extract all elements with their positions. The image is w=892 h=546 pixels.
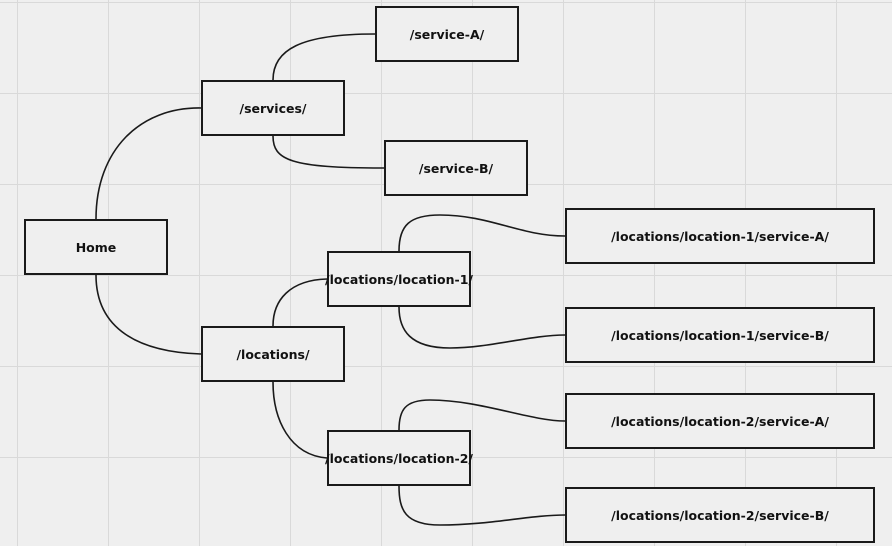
node-location-1-service-a[interactable]: /locations/location-1/service-A/ [565, 208, 875, 264]
node-home[interactable]: Home [24, 219, 168, 275]
node-location-1-service-b[interactable]: /locations/location-1/service-B/ [565, 307, 875, 363]
connector-services-service-b [272, 135, 385, 169]
node-locations[interactable]: /locations/ [201, 326, 345, 382]
node-location-1[interactable]: /locations/location-1/ [325, 251, 473, 307]
node-services[interactable]: /services/ [201, 80, 345, 136]
node-service-b[interactable]: /service-B/ [384, 140, 528, 196]
connector-home-locations [95, 274, 202, 355]
node-location-2[interactable]: /locations/location-2/ [325, 430, 473, 486]
node-location-2-service-b[interactable]: /locations/location-2/service-B/ [565, 487, 875, 543]
connector-location-1-service-b [398, 306, 566, 349]
connector-location-1-service-a [398, 214, 566, 252]
connector-locations-location-1 [272, 278, 328, 327]
connector-home-services [95, 107, 202, 220]
connector-services-service-a [272, 33, 376, 81]
node-service-a[interactable]: /service-A/ [375, 6, 519, 62]
connector-location-2-service-a [398, 399, 566, 431]
connector-location-2-service-b [398, 485, 566, 526]
node-location-2-service-a[interactable]: /locations/location-2/service-A/ [565, 393, 875, 449]
connector-locations-location-2 [272, 381, 328, 459]
